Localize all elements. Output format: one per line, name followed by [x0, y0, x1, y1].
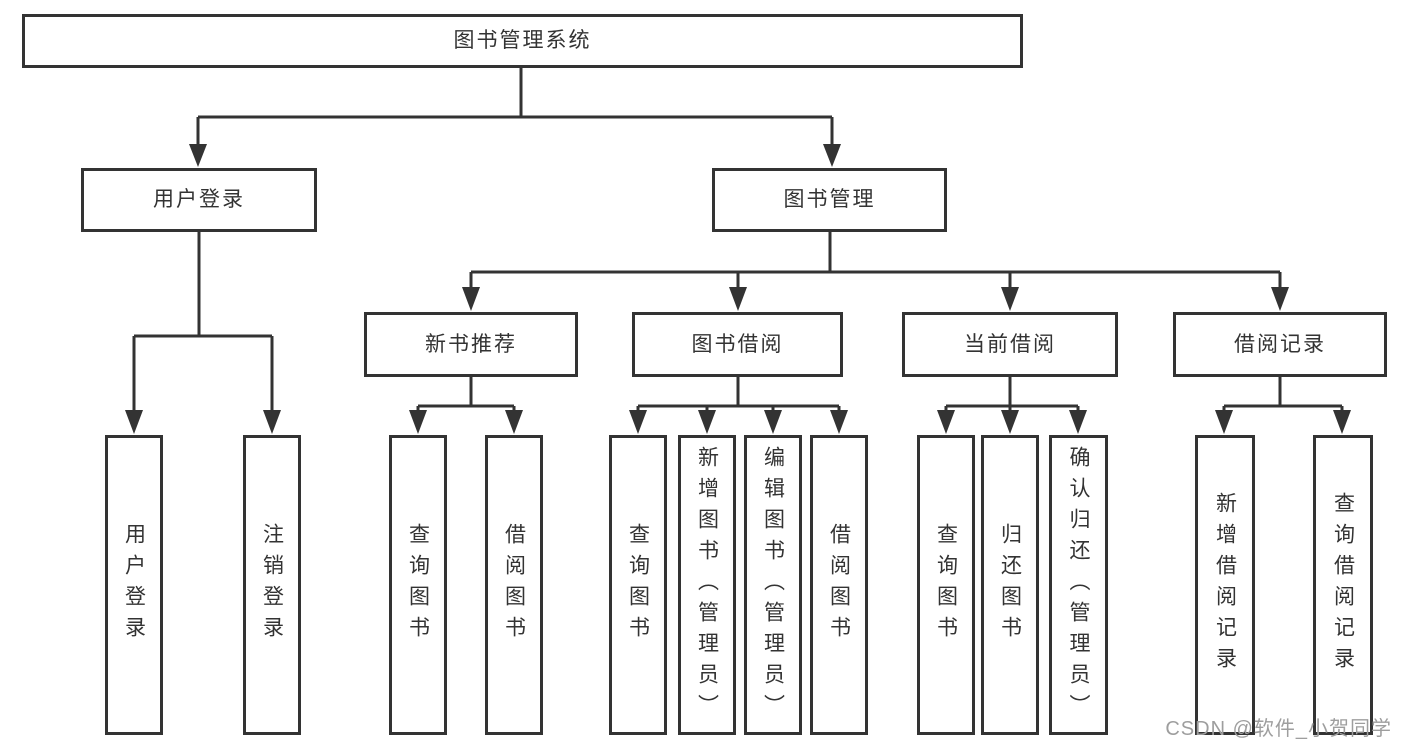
arrowhead — [409, 410, 427, 434]
arrowhead — [462, 287, 480, 311]
arrowhead — [263, 410, 281, 434]
arrowhead — [764, 410, 782, 434]
leaf-query-books-borrowing: 查询图书 — [609, 435, 667, 735]
watermark: CSDN @软件_小贺同学 — [1165, 718, 1392, 740]
node-current-borrowing: 当前借阅 — [902, 312, 1118, 377]
connector-user-login — [132, 232, 274, 412]
arrowhead — [189, 144, 207, 167]
leaf-query-books-recommend: 查询图书 — [389, 435, 447, 735]
leaf-query-borrow-record: 查询借阅记录 — [1313, 435, 1373, 735]
arrowhead — [823, 144, 841, 167]
arrowhead — [729, 287, 747, 311]
node-book-management: 图书管理 — [712, 168, 947, 232]
connector-book-management — [469, 232, 1282, 289]
arrowhead — [1215, 410, 1233, 434]
arrowhead — [1001, 287, 1019, 311]
node-book-borrowing: 图书借阅 — [632, 312, 843, 377]
arrowhead — [1333, 410, 1351, 434]
leaf-return-books: 归还图书 — [981, 435, 1039, 735]
arrowhead — [698, 410, 716, 434]
connector-new-book-recommend — [416, 377, 516, 412]
leaf-add-books-admin: 新增图书（管理员） — [678, 435, 736, 735]
arrowhead — [1001, 410, 1019, 434]
leaf-confirm-return-admin: 确认归还（管理员） — [1049, 435, 1108, 735]
leaf-edit-books-admin: 编辑图书（管理员） — [744, 435, 802, 735]
leaf-borrow-books-recommend: 借阅图书 — [485, 435, 543, 735]
connector-borrowing-records — [1222, 377, 1344, 412]
leaf-query-books-current: 查询图书 — [917, 435, 975, 735]
leaf-user-login: 用户登录 — [105, 435, 163, 735]
node-new-book-recommend: 新书推荐 — [364, 312, 578, 377]
leaf-add-borrow-record: 新增借阅记录 — [1195, 435, 1255, 735]
leaf-logout: 注销登录 — [243, 435, 301, 735]
connector-book-borrowing — [636, 377, 841, 412]
leaf-borrow-books-borrowing: 借阅图书 — [810, 435, 868, 735]
arrowhead — [505, 410, 523, 434]
connector-root — [196, 68, 834, 146]
connector-current-borrowing — [944, 377, 1080, 412]
arrowhead — [1271, 287, 1289, 311]
node-borrowing-records: 借阅记录 — [1173, 312, 1387, 377]
arrowhead — [125, 410, 143, 434]
arrowhead — [937, 410, 955, 434]
arrowhead — [629, 410, 647, 434]
node-library-system: 图书管理系统 — [22, 14, 1023, 68]
arrowhead — [1069, 410, 1087, 434]
node-user-login: 用户登录 — [81, 168, 317, 232]
arrowhead — [830, 410, 848, 434]
